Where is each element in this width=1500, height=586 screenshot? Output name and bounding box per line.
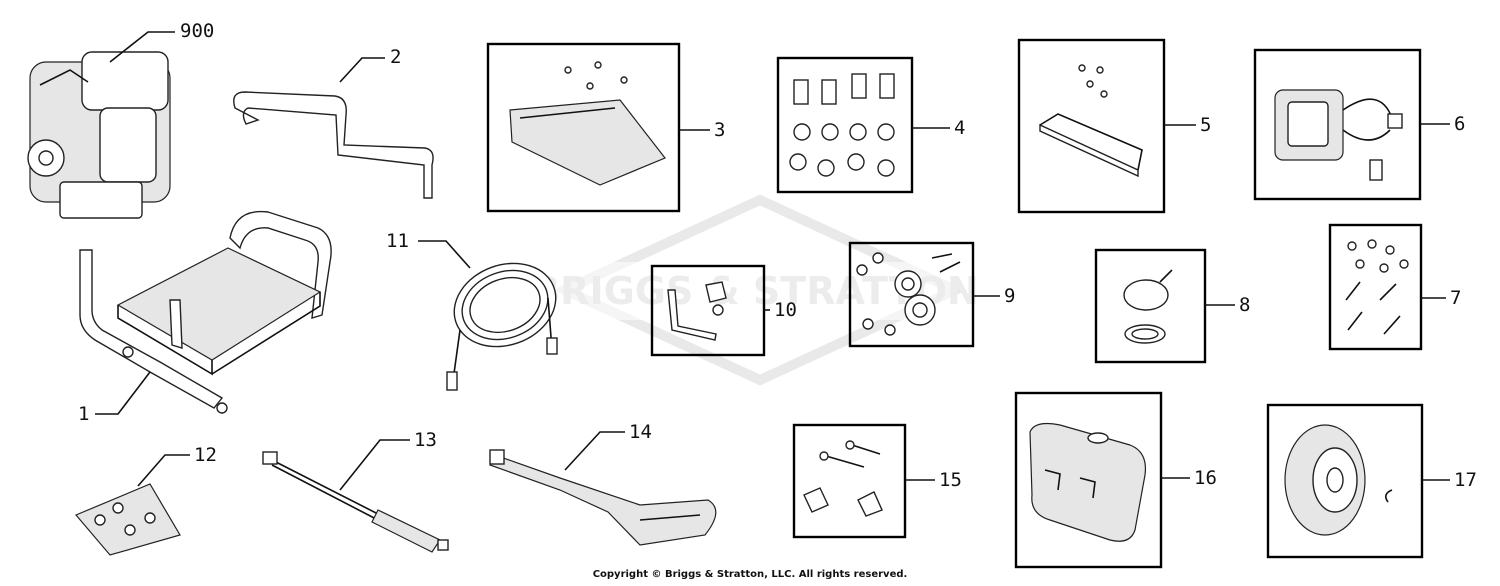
callout-13: 13 xyxy=(414,429,437,451)
part-7-screw-kit[interactable] xyxy=(1345,239,1409,335)
part-10-valve[interactable] xyxy=(667,281,727,341)
leader-2 xyxy=(339,57,385,83)
callout-5: 5 xyxy=(1200,114,1211,136)
box-5 xyxy=(1017,38,1166,214)
leader-11 xyxy=(418,240,471,269)
callout-7: 7 xyxy=(1450,287,1461,309)
part-1-frame[interactable] xyxy=(79,210,332,414)
part-11-hose[interactable] xyxy=(442,250,567,391)
part-12-nozzle-kit[interactable] xyxy=(75,483,181,556)
part-14-spray-gun[interactable] xyxy=(489,449,717,546)
box-16 xyxy=(1014,391,1163,569)
part-900-engine[interactable] xyxy=(27,51,171,219)
leader-12 xyxy=(137,454,190,487)
part-6-pump[interactable] xyxy=(1274,89,1403,181)
box-17 xyxy=(1266,403,1424,559)
callout-6: 6 xyxy=(1454,113,1465,135)
callout-11: 11 xyxy=(386,230,409,252)
box-8 xyxy=(1094,248,1207,364)
part-8-cap[interactable] xyxy=(1123,269,1173,344)
callout-3: 3 xyxy=(714,119,725,141)
callout-9: 9 xyxy=(1004,285,1015,307)
part-2-handle[interactable] xyxy=(233,91,434,199)
part-17-wheel[interactable] xyxy=(1284,424,1393,536)
part-3-hose-rack[interactable] xyxy=(509,61,666,186)
box-9 xyxy=(848,241,975,348)
callout-8: 8 xyxy=(1239,294,1250,316)
box-3 xyxy=(486,42,681,213)
part-9-seal-kit[interactable] xyxy=(856,252,961,336)
callout-2: 2 xyxy=(390,46,401,68)
callout-16: 16 xyxy=(1194,467,1217,489)
part-16-tank[interactable] xyxy=(1029,422,1147,542)
copyright-notice: Copyright © Briggs & Stratton, LLC. All … xyxy=(592,569,908,580)
callout-15: 15 xyxy=(939,469,962,491)
callout-900: 900 xyxy=(180,20,214,42)
box-4 xyxy=(776,56,914,194)
callout-14: 14 xyxy=(629,421,652,443)
callout-1: 1 xyxy=(78,403,89,425)
leader-900 xyxy=(109,31,175,63)
callout-4: 4 xyxy=(954,117,965,139)
callout-12: 12 xyxy=(194,444,217,466)
callout-17: 17 xyxy=(1454,469,1477,491)
leader-13 xyxy=(339,439,410,491)
box-15 xyxy=(792,423,907,539)
callout-10: 10 xyxy=(774,299,797,321)
leader-1 xyxy=(95,371,151,415)
leader-14 xyxy=(564,431,625,471)
part-13-wand[interactable] xyxy=(262,451,449,553)
part-4-fastener-kit[interactable] xyxy=(789,73,895,177)
box-7 xyxy=(1328,223,1423,351)
part-15-hardware[interactable] xyxy=(803,440,883,517)
part-5-bracket[interactable] xyxy=(1039,64,1143,178)
